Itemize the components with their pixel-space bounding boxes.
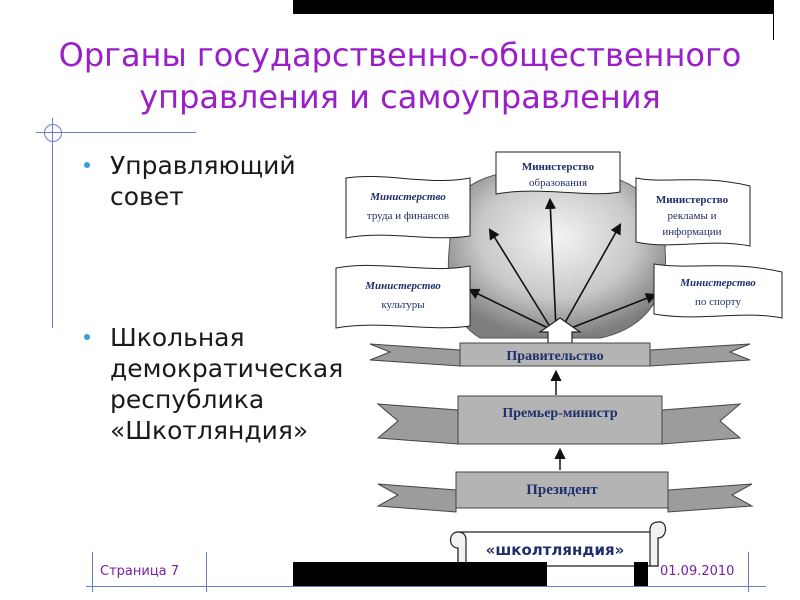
bullet-dot (84, 334, 90, 340)
ministry-advertising-line2: рекламы и (667, 210, 716, 222)
footer-page-number: Страница 7 (100, 564, 180, 579)
ministry-labor-line1: Министерство (369, 191, 446, 203)
ministry-culture-line1: Министерство (364, 280, 441, 292)
ministry-culture-line2: культуры (381, 299, 425, 311)
footer-line (86, 586, 766, 587)
bullet-dot (84, 162, 90, 168)
president-label: Президент (526, 482, 598, 498)
crosshair-circle (44, 124, 62, 142)
ministry-banner-advertising: Министерство рекламы и информации (635, 177, 751, 247)
ministry-advertising-line3: информации (662, 226, 721, 238)
ministry-arrows (467, 197, 658, 331)
footer-black-bar-right (634, 562, 648, 586)
ministry-labor-line2: труда и финансов (367, 210, 449, 222)
title-line-2: управления и самоуправления (139, 78, 661, 116)
footer-left-vline (92, 552, 93, 592)
bullet-item-council: Управляющий совет (84, 150, 296, 212)
government-label: Правительство (506, 349, 603, 364)
bullet-text: демократическая (110, 354, 344, 383)
ministry-advertising-line1: Министерство (656, 194, 729, 206)
bullet-text: республика (110, 385, 265, 414)
bullet-text: Управляющий (110, 151, 296, 180)
crosshair-vline (52, 118, 53, 328)
ministry-sport-line1: Министерство (679, 277, 756, 289)
ministry-education-line2: образования (529, 177, 587, 189)
up-arrow-icon (538, 317, 582, 344)
ministry-sport-line2: по спорту (695, 296, 741, 308)
ministry-banner-sport: Министерство по спорту (653, 263, 783, 319)
top-decor-line (773, 0, 774, 40)
footer-date-vline (748, 552, 749, 592)
top-decor-bar (293, 0, 773, 14)
footer-right-vline (206, 552, 207, 592)
president-ribbon: Президент (376, 471, 754, 513)
footer-black-bar (293, 562, 547, 586)
ministry-banner-education: Министерство образования (495, 151, 621, 195)
bullet-text: совет (110, 182, 184, 211)
ministry-education-line1: Министерство (522, 161, 595, 173)
page-title: Органы государственно-общественного упра… (0, 34, 800, 118)
bullet-item-republic: Школьная демократическая республика «Шко… (84, 322, 344, 446)
ministry-banner-labor-finance: Министерство труда и финансов (345, 175, 471, 239)
prime-minister-ribbon: Премьер-министр (376, 395, 742, 445)
ministry-banner-culture: Министерство культуры (335, 264, 471, 329)
bullet-text: «Шкотляндия» (110, 416, 309, 445)
prime-minister-label: Премьер-министр (502, 406, 617, 421)
scroll-label: «школтляндия» (486, 541, 625, 559)
bullet-text: Школьная (110, 323, 245, 352)
government-ribbon: Правительство (369, 342, 751, 367)
crosshair-decor (36, 132, 196, 133)
title-line-1: Органы государственно-общественного (58, 36, 742, 74)
footer-date: 01.09.2010 (660, 564, 735, 579)
scroll-banner: «школтляндия» (449, 521, 667, 577)
cloud-shape (447, 169, 667, 339)
